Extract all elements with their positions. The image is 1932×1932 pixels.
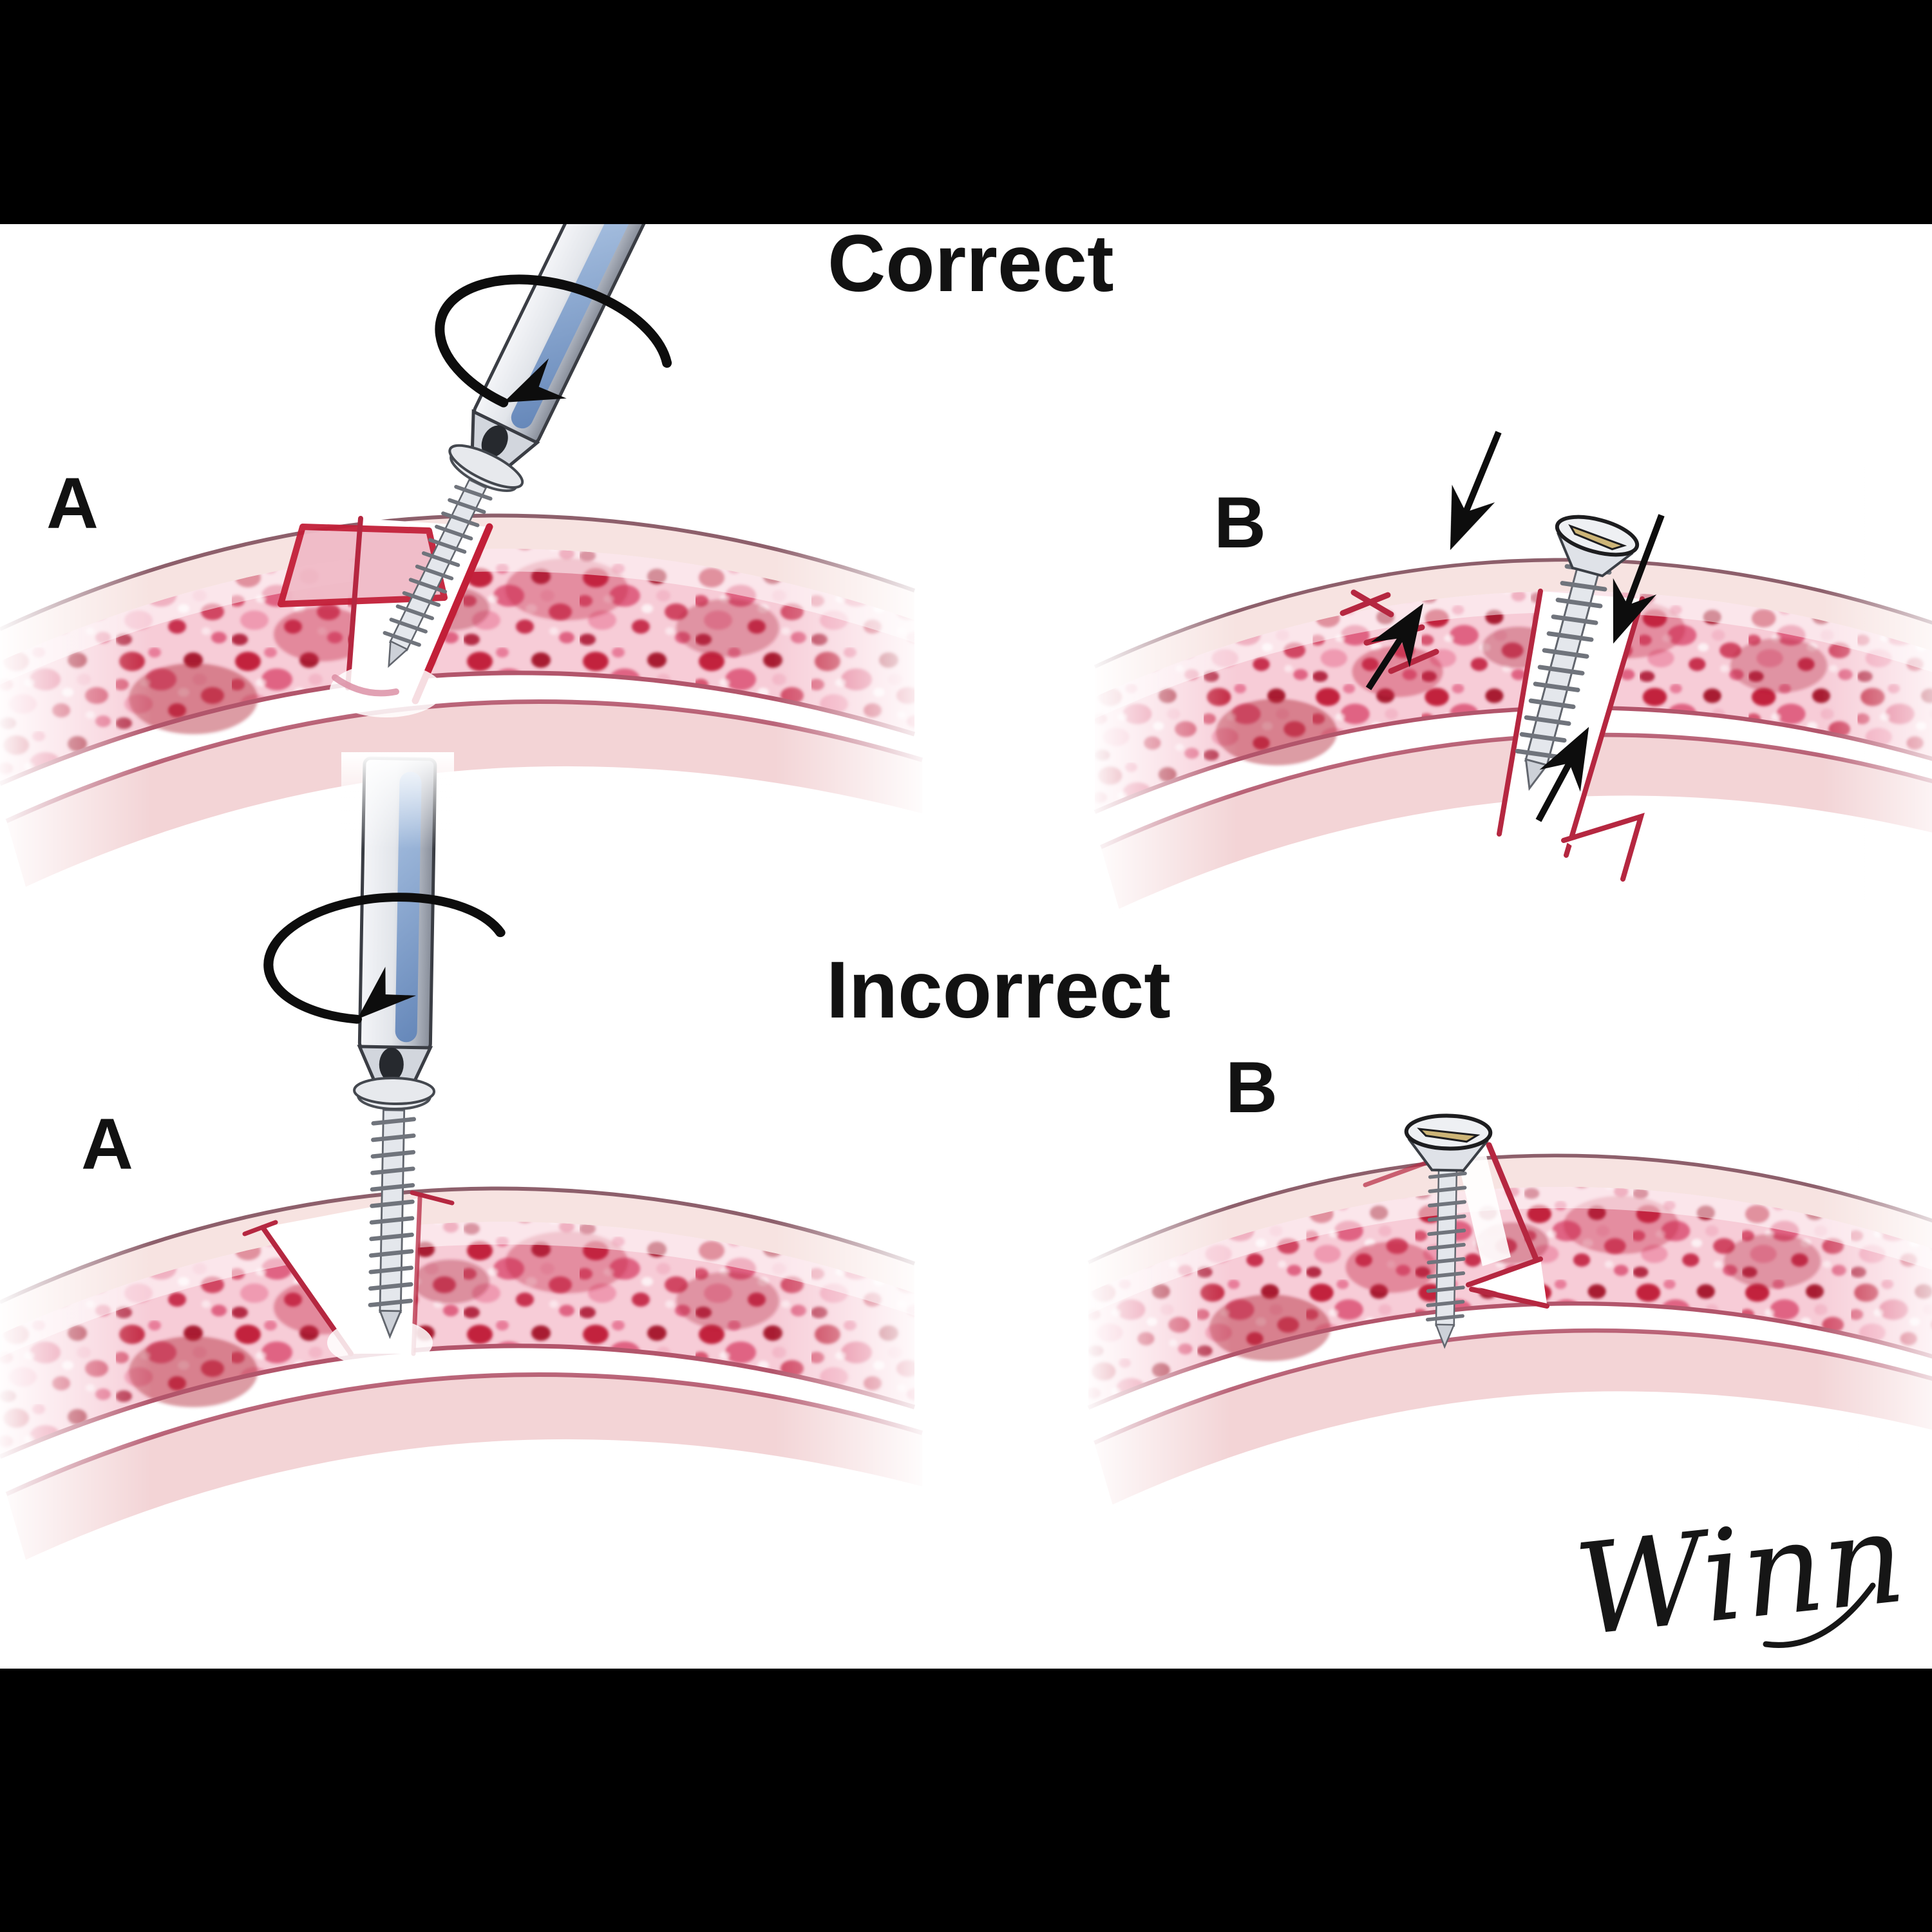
panel-correct-b	[1088, 431, 1932, 913]
panel-label-incorrect-b: B	[1226, 1047, 1278, 1128]
artist-signature: Winn	[1569, 1484, 1911, 1664]
artwork-layer: Winn	[0, 150, 1932, 1664]
panel-label-incorrect-a: A	[81, 1104, 133, 1184]
signature-text: Winn	[1569, 1484, 1911, 1664]
panel-incorrect-a	[0, 752, 934, 1565]
panel-label-correct-b: B	[1214, 482, 1266, 563]
panel-label-correct-a: A	[46, 463, 99, 544]
compression-arrow	[1450, 431, 1502, 551]
compression-arrow	[1535, 726, 1589, 822]
compression-arrow	[1613, 514, 1665, 644]
shaft-top-fade	[341, 752, 454, 849]
compression-arrows	[1365, 431, 1665, 822]
compression-arrow	[1365, 603, 1424, 690]
signature-flourish	[1763, 1582, 1876, 1648]
section-title-correct: Correct	[828, 219, 1114, 308]
section-title-incorrect: Incorrect	[826, 945, 1171, 1035]
panel-incorrect-b	[1081, 1061, 1932, 1510]
fracture-gap	[1363, 1142, 1549, 1309]
panel-correct-a	[0, 150, 934, 892]
